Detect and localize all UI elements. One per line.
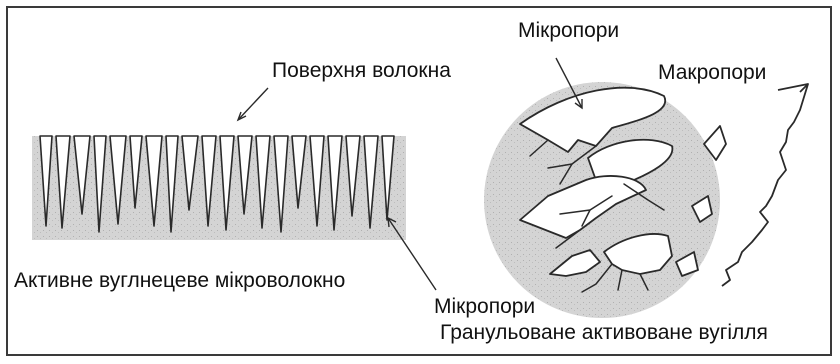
granule-cross-section [484, 82, 726, 318]
surface-arrow [238, 88, 268, 120]
fiber-caption: Активне вуглнецеве мікроволокно [14, 270, 345, 291]
fiber-surface-label: Поверхня волокна [272, 60, 451, 81]
fiber-cross-section [32, 136, 406, 240]
left-micropores-arrow [388, 218, 436, 290]
fiber-micropores-label: Мікропори [434, 296, 535, 317]
granule-micropores-label: Мікропори [518, 20, 619, 41]
granule-caption: Гранульоване активоване вугілля [440, 322, 768, 343]
granule-macropores-label: Макропори [658, 62, 766, 83]
granule-fragment [722, 84, 808, 286]
